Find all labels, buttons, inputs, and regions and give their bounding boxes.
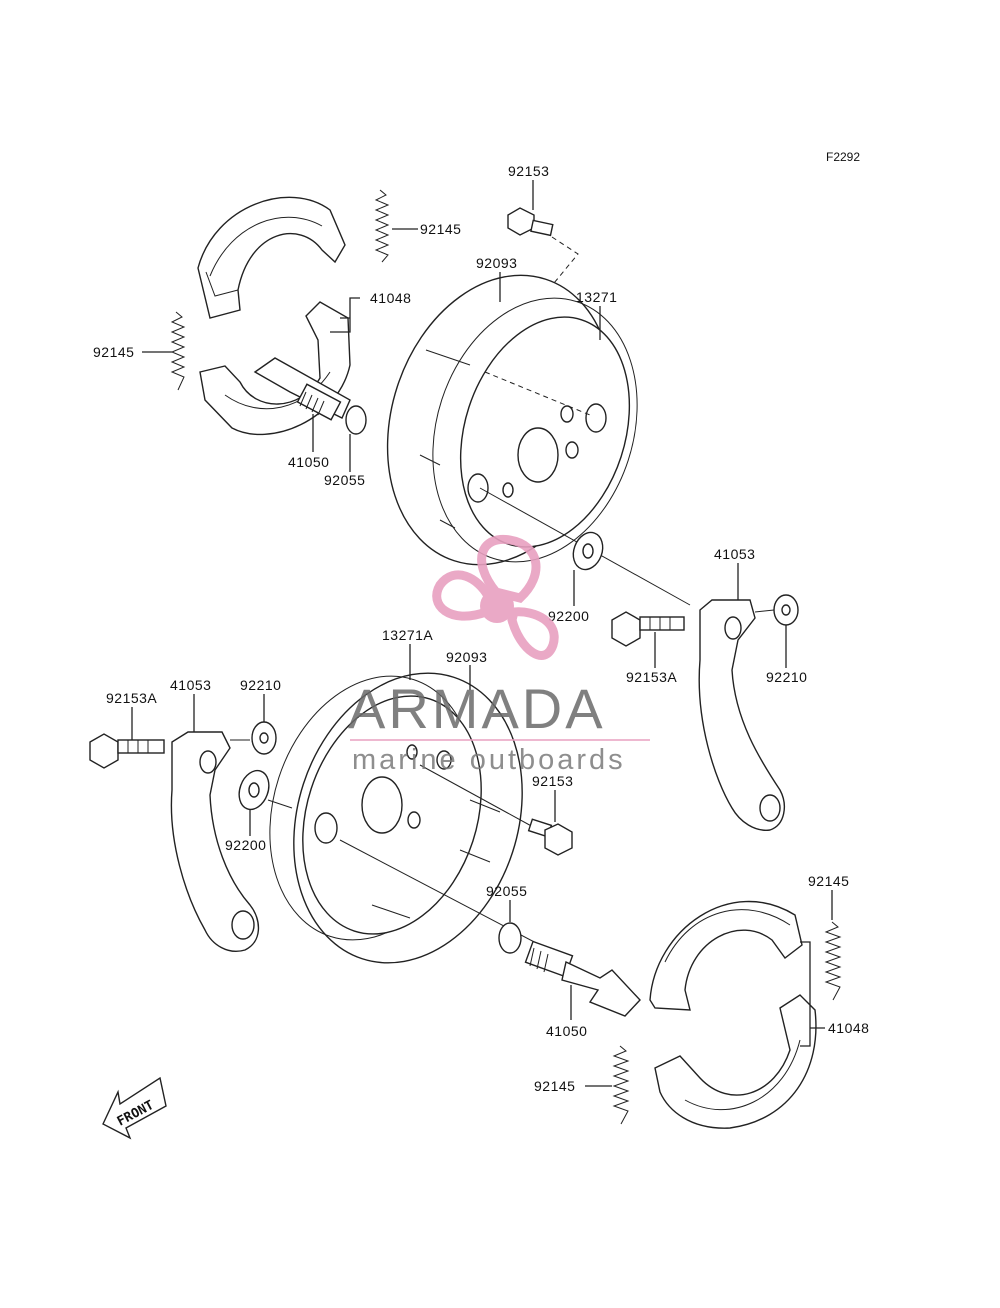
brake-drum-13271	[386, 274, 638, 566]
dashed-center	[484, 371, 591, 416]
callout-92210-front: 92210	[240, 677, 281, 693]
callout-92200-front: 92200	[225, 837, 266, 853]
camshaft-41050-rear	[253, 357, 351, 421]
callout-92145-left: 92145	[93, 344, 134, 360]
watermark-subtitle: marine outboards	[352, 744, 626, 776]
washer-92200-rear	[572, 531, 604, 571]
o-ring-92055-rear	[345, 405, 367, 435]
brake-shoe-upper-front	[649, 900, 803, 1011]
bolt-92153-front	[527, 818, 573, 856]
washer-92210-front	[251, 721, 277, 755]
callout-92145-upper: 92145	[420, 221, 461, 237]
callout-13271: 13271	[576, 289, 617, 305]
callout-41053-rear: 41053	[714, 546, 755, 562]
callout-92093-rear: 92093	[476, 255, 517, 271]
callout-92153-front: 92153	[532, 773, 573, 789]
spring-92145-upper	[374, 189, 390, 263]
o-ring-92055-front	[498, 922, 522, 954]
front-arrow: FRONT	[102, 1076, 167, 1140]
brake-lever-41053-front	[170, 731, 260, 952]
callout-92200-rear: 92200	[548, 608, 589, 624]
leader-lines	[131, 180, 833, 1087]
bolt-92153A-rear	[611, 611, 685, 647]
washer-92210-rear	[773, 594, 799, 626]
callout-92153-rear: 92153	[508, 163, 549, 179]
brake-shoe-upper-rear	[197, 196, 346, 319]
camshaft-41050-front	[524, 940, 641, 1017]
axis-line-front-b	[267, 799, 293, 809]
washer-92200-front	[238, 769, 270, 811]
spring-92145-bottom	[612, 1045, 630, 1125]
spring-92145-left	[170, 311, 186, 391]
callout-92153A-rear: 92153A	[626, 669, 677, 685]
callout-92055-front: 92055	[486, 883, 527, 899]
callout-92145-bottom-right: 92145	[808, 873, 849, 889]
axis-line-lever	[754, 609, 775, 613]
callout-41048-front: 41048	[828, 1020, 869, 1036]
brake-lever-41053-rear	[698, 599, 786, 831]
callout-92145-bottom: 92145	[534, 1078, 575, 1094]
axis-line-front-d	[419, 764, 536, 829]
brake-shoe-lower-front	[654, 994, 817, 1129]
callout-92153A-front: 92153A	[106, 690, 157, 706]
callout-41050-front: 41050	[546, 1023, 587, 1039]
watermark: ARMADA marine outboards	[348, 534, 650, 776]
callout-92093-front: 92093	[446, 649, 487, 665]
callout-92210-rear: 92210	[766, 669, 807, 685]
callout-13271A: 13271A	[382, 627, 433, 643]
callout-92055-rear: 92055	[324, 472, 365, 488]
callout-41048-rear: 41048	[370, 290, 411, 306]
callout-41053-front: 41053	[170, 677, 211, 693]
callout-41050-rear: 41050	[288, 454, 329, 470]
propeller-logo-icon	[432, 534, 559, 660]
brake-drum-13271A	[269, 672, 523, 964]
bolt-92153A-front	[89, 733, 165, 769]
figure-code: F2292	[826, 150, 860, 164]
bolt-92153-rear	[507, 207, 554, 237]
watermark-title: ARMADA	[348, 677, 606, 740]
dashed-leader	[539, 236, 579, 301]
spring-92145-bottom-right	[824, 921, 842, 1001]
